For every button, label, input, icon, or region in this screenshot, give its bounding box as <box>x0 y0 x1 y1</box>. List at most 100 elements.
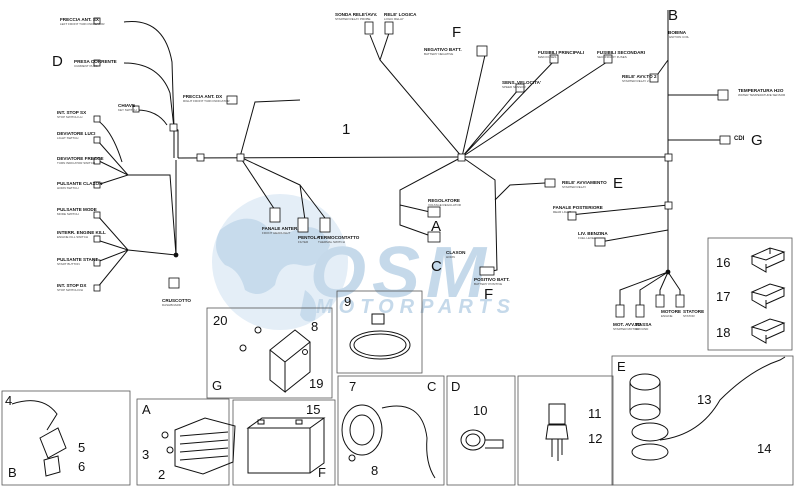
label-text: CRUSCOTTO <box>162 298 192 303</box>
label-cdi: CDI <box>734 136 745 142</box>
sublabel-statore: STATOR <box>683 314 695 318</box>
part-number-4: 4 <box>5 393 13 408</box>
callout-C: C <box>431 258 442 275</box>
key-switch-icon <box>629 356 786 461</box>
panel-letter-E: E <box>617 359 626 374</box>
sublabel-freccia-ant-dx: RIGHT FRONT TURN INDICATOR <box>183 99 230 103</box>
part-number-9: 9 <box>344 294 352 309</box>
callout-G-cdi: G <box>751 132 763 149</box>
sublabel-sonda-rele: STARTER RELAY PROBE <box>335 17 371 21</box>
label-text: PULSANTE START <box>57 257 99 262</box>
label-fanale-posteriore: FANALE POSTERIORE <box>553 205 603 210</box>
panel-letter-F: F <box>318 465 326 480</box>
relay-icon <box>545 403 569 461</box>
part-number-7: 7 <box>349 379 357 394</box>
label-text: DEVIATORE FRECCE <box>57 156 104 161</box>
sublabel-pentola: FILTER <box>298 240 309 244</box>
panel-letter-B: B <box>8 465 17 480</box>
battery-icon <box>246 417 326 474</box>
power-socket-icon <box>460 429 504 451</box>
label-massa: MASSA <box>635 322 652 327</box>
label-subtext: HORN SWITCH <box>57 186 79 190</box>
label-rele-avviamento: RELE' AVVIAMENTO <box>562 180 607 185</box>
label-subtext: START BUTTON <box>57 262 80 266</box>
sublabel-fusibili-secondari: SECONDARY FUSES <box>597 55 627 59</box>
part-number-19: 19 <box>309 376 324 391</box>
callout-F-mid: F <box>484 286 494 303</box>
label-subtext: LEFT FRONT TURN INDICATOR <box>60 22 105 26</box>
label-text: PULSANTE MODE <box>57 207 97 212</box>
label-text: INTERR. ENGINE KILL <box>57 230 106 235</box>
panel-letter-G: G <box>212 378 223 393</box>
label-text: CHIAVE <box>118 103 136 108</box>
sublabel-motore: ENGINE <box>661 314 673 318</box>
callout-A: A <box>431 218 442 235</box>
part-number-11: 11 <box>588 406 602 421</box>
label-subtext: STOP SWITCH LH <box>57 115 83 119</box>
sublabel-rele-avviamento: STARTER RELAY <box>562 185 587 189</box>
label-motore: MOTORE <box>661 309 682 314</box>
part-number-16: 16 <box>716 255 731 270</box>
label-regolatore: REGOLATORE <box>428 198 460 203</box>
part-number-6: 6 <box>78 459 86 474</box>
callout-D: D <box>52 53 63 70</box>
part-number-5: 5 <box>78 440 86 455</box>
sublabel-claxon: HORN <box>446 255 455 259</box>
label-fusibili-principali: FUSIBILI PRINCIPALI <box>538 50 585 55</box>
part-number-20: 20 <box>213 313 228 328</box>
fuse-icon <box>750 247 786 344</box>
label-sens-velocita: SENS. VELOCITA' <box>502 80 542 85</box>
sublabel-liv-benzina: FUEL LEVEL <box>578 236 596 240</box>
label-subtext: STOP SWITCH RH <box>57 288 83 292</box>
label-statore: STATORE <box>683 309 705 314</box>
label-freccia-ant-dx: FRECCIA ANT. DX <box>183 94 223 99</box>
label-text: PULSANTE CLAXON <box>57 181 103 186</box>
part-number-13: 13 <box>697 392 712 407</box>
label-text: FRECCIA ANT. SX <box>60 17 99 22</box>
label-liv-benzina: LIV. BENZINA <box>578 231 608 236</box>
label-subtext: CURRENT PLUG <box>74 64 98 68</box>
part-number-17: 17 <box>716 289 731 304</box>
sublabel-massa: GROUND <box>635 327 649 331</box>
part-number-2: 2 <box>158 467 166 482</box>
label-text: INT. STOP DX <box>57 283 87 288</box>
watermark-sub: MOTORPARTS <box>316 296 517 318</box>
sublabel-rele-logica: LOGIC RELAY <box>384 17 404 21</box>
callout-B-top: B <box>668 7 679 24</box>
label-fusibili-secondari: FUSIBILI SECONDARI <box>597 50 645 55</box>
sublabel-mot-avv: STARTER MOTOR <box>613 327 639 331</box>
panel-letter-A: A <box>142 402 151 417</box>
callout-F-top: F <box>452 24 462 41</box>
label-subtext: KEY SWITCH <box>118 108 137 112</box>
label-negativo-batt: NEGATIVO BATT. <box>424 47 462 52</box>
label-subtext: DASHBOARD <box>162 303 182 307</box>
label-rele-avv-2: RELE' AVV.TO 2 <box>622 74 657 79</box>
sublabel-negativo-batt: BATTERY NEGATIVE <box>424 52 454 56</box>
sublabel-fanale-posteriore: REAR LIGHT <box>553 210 572 214</box>
label-claxon: CLAXON <box>446 250 466 255</box>
sublabel-regolatore: VOLTAGE REGULATOR <box>428 203 461 207</box>
label-text: DEVIATORE LUCI <box>57 131 96 136</box>
callout-1: 1 <box>342 121 351 138</box>
bracket-icon <box>239 326 311 394</box>
panel-letter-C: C <box>427 379 437 394</box>
sublabel-bobina: IGNITION COIL <box>668 35 690 39</box>
label-subtext: MODE SWITCH <box>57 212 79 216</box>
label-subtext: TURN INDICATOR SWITCH <box>57 161 96 165</box>
label-temperatura: TEMPERATURA H2O <box>738 88 784 93</box>
label-pentola: PENTOLA <box>298 235 320 240</box>
part-number-15: 15 <box>306 402 321 417</box>
horn-icon <box>341 404 436 479</box>
label-rele-logica: RELE' LOGICA <box>384 12 417 17</box>
label-text: PRESA CORRENTE <box>74 59 117 64</box>
label-bobina: BOBINA <box>668 30 687 35</box>
watermark-brand: OSM <box>310 233 493 313</box>
label-fanale-anter: FANALE ANTER. <box>262 226 299 231</box>
label-positivo-batt: POSITIVO BATT. <box>474 277 510 282</box>
label-mot-avv: MOT. AVV.TO <box>613 322 642 327</box>
ignition-coil-icon <box>11 400 67 477</box>
